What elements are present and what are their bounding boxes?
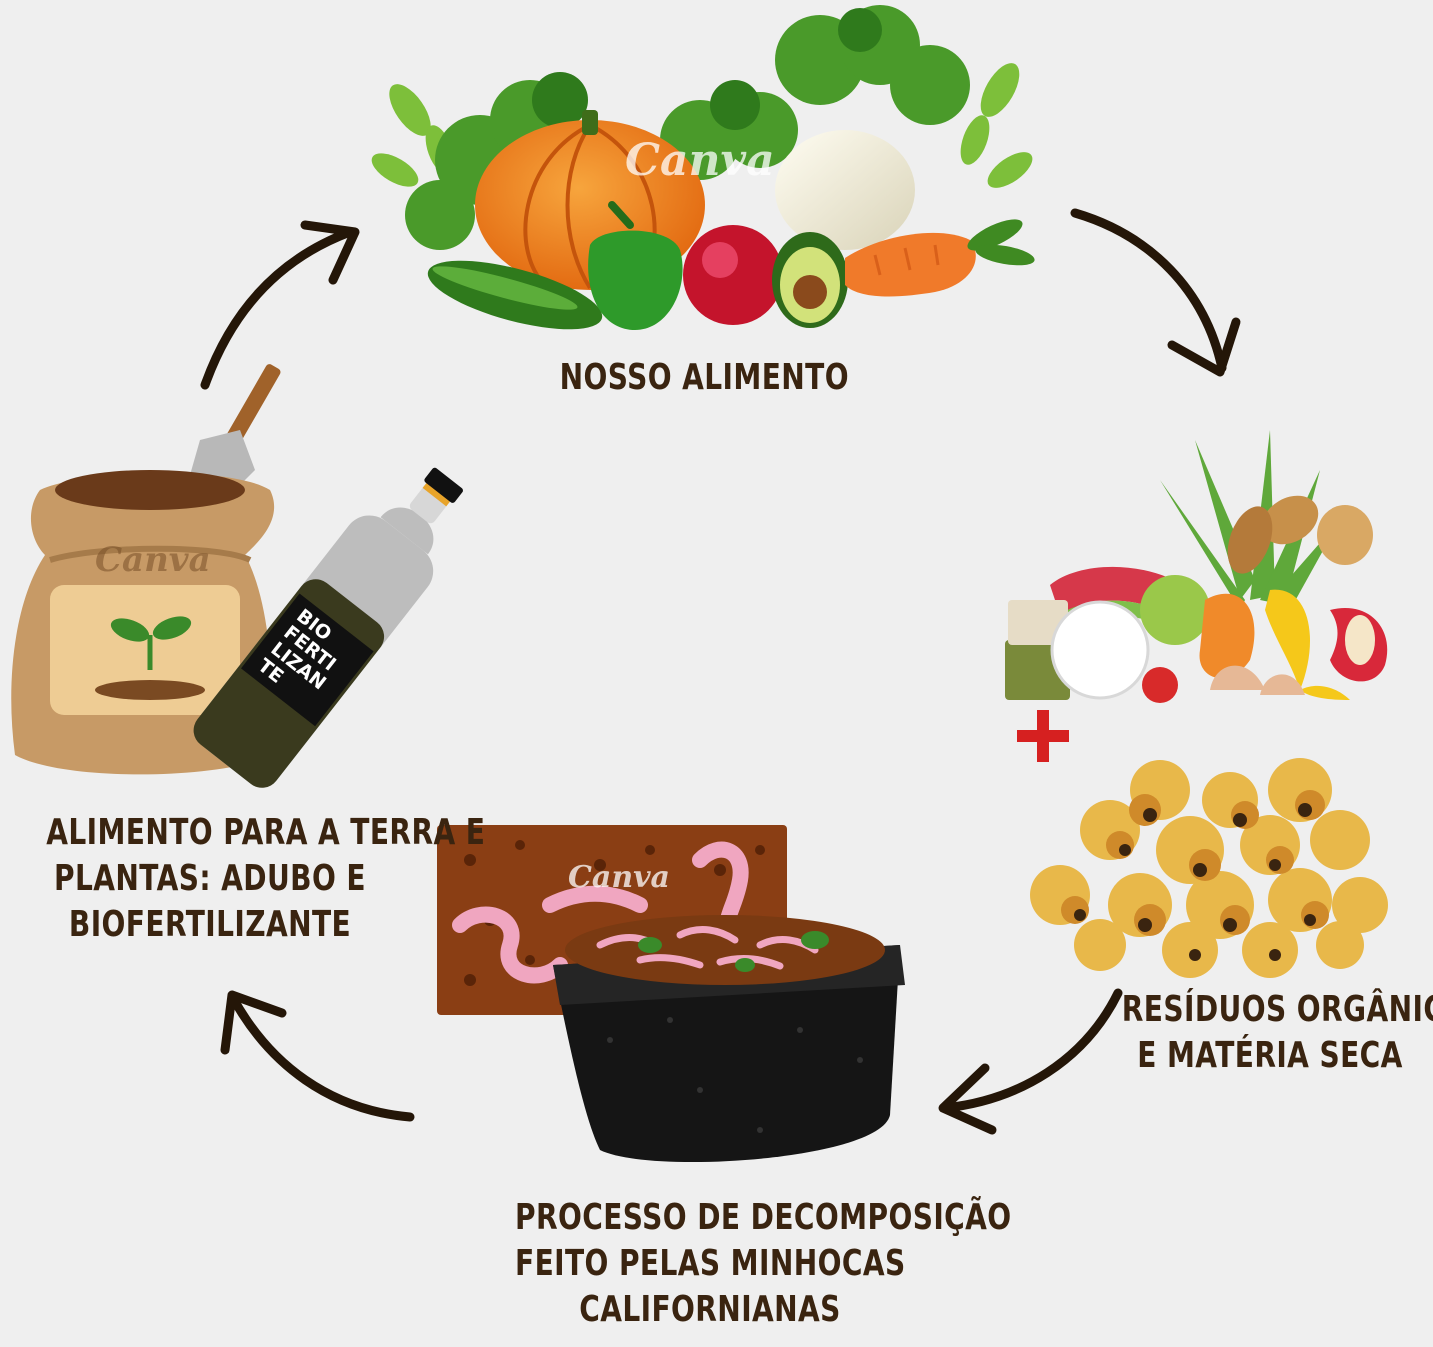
cycle-arrow-icon — [1075, 213, 1236, 372]
cycle-arrow-icon — [943, 993, 1118, 1130]
label-processo-decomposicao: PROCESSO DE DECOMPOSIÇÃO FEITO PELAS MIN… — [515, 1195, 905, 1333]
label-line: ALIMENTO PARA A TERRA E — [46, 810, 374, 856]
label-line: PLANTAS: ADUBO E — [46, 856, 374, 902]
label-line: CALIFORNIANAS — [515, 1287, 905, 1333]
label-residuos-organicos: RESÍDUOS ORGÂNICOS E MATÉRIA SECA — [1122, 987, 1418, 1079]
label-line: RESÍDUOS ORGÂNICOS — [1122, 987, 1418, 1033]
label-alimento-terra: ALIMENTO PARA A TERRA E PLANTAS: ADUBO E… — [46, 810, 374, 948]
label-line: FEITO PELAS MINHOCAS — [515, 1241, 905, 1287]
label-line: PROCESSO DE DECOMPOSIÇÃO — [515, 1195, 905, 1241]
cycle-arrow-icon — [205, 225, 355, 385]
worm-bin-icon — [437, 825, 905, 1162]
cycle-arrow-icon — [225, 995, 410, 1117]
plus-sign-icon — [1017, 710, 1069, 762]
label-line: E MATÉRIA SECA — [1122, 1033, 1418, 1079]
watermark: Canva — [625, 135, 775, 186]
organic-waste-pile-icon — [1005, 430, 1387, 703]
dry-leaves-pile-icon — [1030, 758, 1388, 978]
watermark: Canva — [95, 540, 211, 580]
watermark: Canva — [568, 860, 670, 895]
label-line: NOSSO ALIMENTO — [560, 355, 841, 401]
label-line: BIOFERTILIZANTE — [46, 902, 374, 948]
label-nosso-alimento: NOSSO ALIMENTO — [560, 355, 841, 401]
